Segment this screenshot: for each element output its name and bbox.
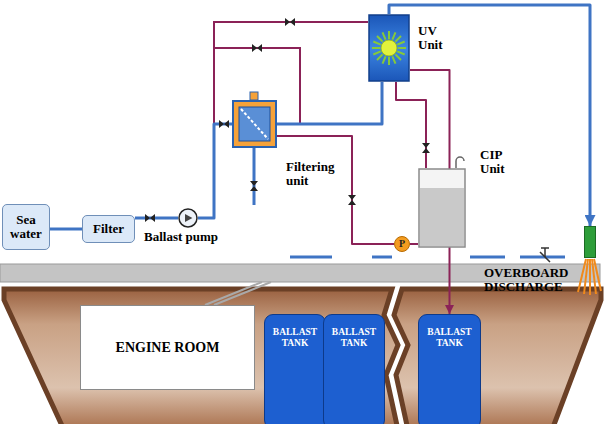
- hull-section: [394, 289, 601, 424]
- box-label: BALLAST TANK: [419, 327, 480, 349]
- ballast-pipe: [50, 228, 82, 231]
- uv-unit: UV Unit: [368, 14, 410, 82]
- unit-label: OVERBOARD DISCHARGE: [484, 266, 574, 294]
- check-valve-symbol: [540, 248, 550, 262]
- discharge-jet: [578, 259, 601, 295]
- box-label: Filter: [93, 222, 124, 236]
- deck-pipe: [290, 256, 565, 259]
- valve-symbol: [145, 18, 430, 222]
- box-label: Sea water: [3, 213, 49, 241]
- overboard-nozzle: OVERBOARD DISCHARGE: [584, 226, 596, 258]
- filt-shape: [232, 100, 277, 148]
- ballast-pipe: [198, 124, 232, 218]
- cleaning-pipe: [396, 82, 426, 168]
- box-label: ENGINE ROOM: [116, 340, 220, 356]
- box-label: BALLAST TANK: [265, 327, 325, 349]
- unit-label: UV Unit: [418, 24, 454, 52]
- cleaning-pipe: [277, 136, 394, 244]
- sensor-symbol: [250, 92, 258, 100]
- cleaning-pipe: [410, 243, 418, 245]
- unit-label: CIP Unit: [480, 148, 516, 176]
- bypass-pipe: [214, 22, 368, 48]
- ladder-line: [205, 282, 262, 305]
- ballast-pump-symbol: Ballast pump: [178, 208, 198, 228]
- drain-pipe: [253, 148, 256, 205]
- ballast-pipe: [135, 217, 178, 220]
- hull-section: [4, 289, 398, 424]
- pump-circle: P: [394, 236, 410, 252]
- box-label: P: [399, 239, 405, 249]
- cip-shape: [418, 168, 466, 248]
- box-label: BALLAST TANK: [324, 327, 384, 349]
- unit-label: Filtering unit: [286, 160, 344, 188]
- filter-box: Filter: [82, 215, 135, 243]
- sea-water-box: Sea water: [2, 204, 50, 250]
- uv-shape: [368, 14, 410, 82]
- unit-label: Ballast pump: [144, 230, 218, 244]
- ballast-pipe: [277, 82, 382, 124]
- noz-shape: [584, 226, 596, 258]
- ballast-tank: BALLAST TANK: [264, 314, 326, 424]
- ballast-tank: BALLAST TANK: [418, 314, 481, 424]
- ladder-line: [214, 282, 271, 305]
- pump-shape: [178, 208, 198, 228]
- engine-room-box: ENGINE ROOM: [80, 305, 255, 390]
- cip-unit-tank: CIP Unit: [418, 168, 466, 248]
- ballast-tank: BALLAST TANK: [323, 314, 385, 424]
- filtering-unit: Filtering unit: [232, 100, 277, 148]
